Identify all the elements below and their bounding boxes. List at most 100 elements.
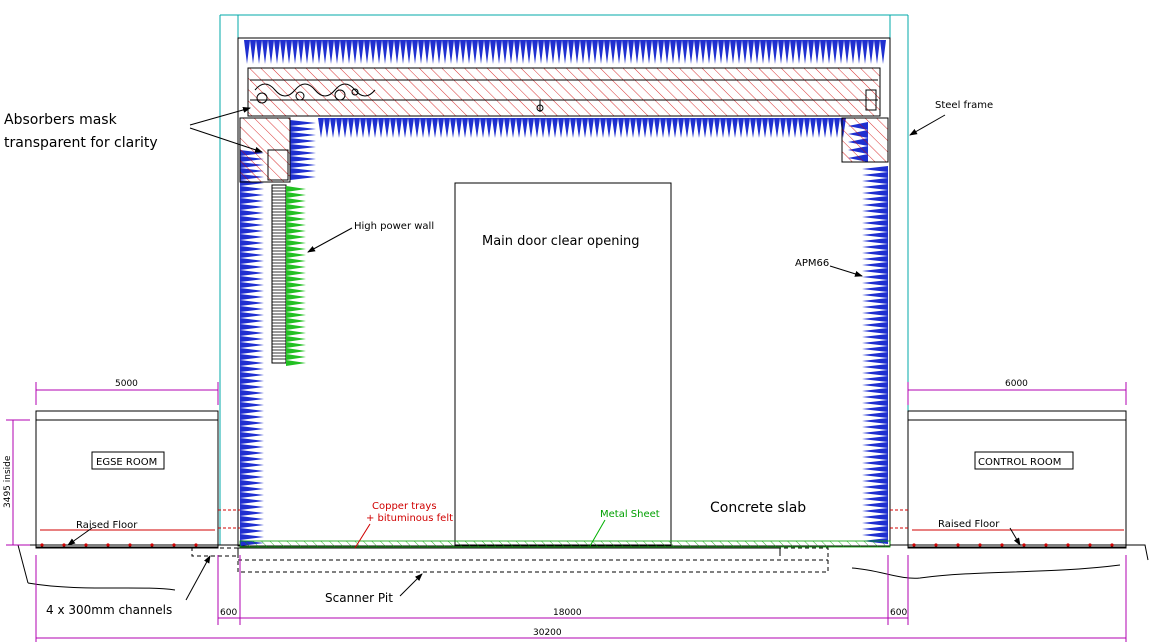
absorber-spike xyxy=(262,40,268,64)
absorber-spike xyxy=(862,292,888,298)
absorber-spike xyxy=(732,118,738,138)
absorber-spike xyxy=(240,534,264,540)
absorber-spike xyxy=(862,172,888,178)
absorber-spike xyxy=(240,444,264,450)
absorber-spike xyxy=(360,118,366,138)
absorber-spike xyxy=(690,118,696,138)
absorber-spike xyxy=(862,322,888,328)
absorber-spike xyxy=(844,40,850,64)
absorber-spike xyxy=(612,118,618,138)
green-absorber-spike xyxy=(286,312,306,318)
absorber-spike xyxy=(862,406,888,412)
absorber-spike xyxy=(240,396,264,402)
absorber-spike xyxy=(240,498,264,504)
absorber-spike xyxy=(582,118,588,138)
absorber-spike xyxy=(444,118,450,138)
absorber-spike xyxy=(396,118,402,138)
absorber-spike xyxy=(862,502,888,508)
absorber-spike xyxy=(850,40,856,64)
absorber-spike xyxy=(744,118,750,138)
absorber-spike xyxy=(526,40,532,64)
absorber-spike xyxy=(666,118,672,138)
absorber-spike xyxy=(862,286,888,292)
absorber-spike xyxy=(240,240,264,246)
absorber-spike xyxy=(862,514,888,520)
absorber-spike xyxy=(862,478,888,484)
absorber-spike xyxy=(424,40,430,64)
raised-floor-right-label: Raised Floor xyxy=(938,519,1000,530)
absorber-spike xyxy=(568,40,574,64)
absorber-spike xyxy=(646,40,652,64)
absorber-spike xyxy=(736,40,742,64)
absorber-spike xyxy=(436,40,442,64)
absorber-spike xyxy=(862,430,888,436)
absorber-spike xyxy=(240,252,264,258)
absorber-spike xyxy=(240,408,264,414)
absorber-spike xyxy=(240,288,264,294)
leader-lines xyxy=(67,107,1021,601)
absorber-spike xyxy=(508,40,514,64)
absorber-spike xyxy=(838,40,844,64)
absorber-spike xyxy=(562,40,568,64)
absorber-spike xyxy=(532,40,538,64)
absorber-spike xyxy=(862,250,888,256)
absorber-spike xyxy=(364,40,370,64)
absorber-spike xyxy=(274,40,280,64)
egse-room-label: EGSE ROOM xyxy=(96,457,157,468)
absorber-spike xyxy=(240,378,264,384)
absorber-spike xyxy=(868,40,874,64)
wall-guides xyxy=(218,509,908,529)
green-absorber-spike xyxy=(286,288,306,294)
absorber-spike xyxy=(240,360,264,366)
absorber-spike xyxy=(484,40,490,64)
absorber-spike xyxy=(240,276,264,282)
absorber-spike xyxy=(834,118,840,138)
absorber-spike xyxy=(328,40,334,64)
absorber-spike xyxy=(290,156,316,162)
absorber-spike xyxy=(708,118,714,138)
absorber-spike xyxy=(406,40,412,64)
absorber-spike xyxy=(256,40,262,64)
absorber-spike xyxy=(720,118,726,138)
raised-floor-support xyxy=(956,543,960,547)
raised-floor-support xyxy=(1022,543,1026,547)
absorber-spike xyxy=(874,40,880,64)
absorber-spike xyxy=(496,40,502,64)
absorber-spike xyxy=(366,118,372,138)
absorber-spike xyxy=(580,40,586,64)
absorber-spike xyxy=(240,282,264,288)
absorber-spike xyxy=(604,40,610,64)
absorber-spike xyxy=(652,40,658,64)
absorber-spike xyxy=(820,40,826,64)
dim-chamber-width: 18000 xyxy=(553,608,582,618)
absorber-spike xyxy=(610,40,616,64)
absorber-spike xyxy=(786,118,792,138)
absorber-spike xyxy=(372,118,378,138)
absorber-spike xyxy=(240,306,264,312)
absorber-spike xyxy=(594,118,600,138)
absorber-spike xyxy=(290,162,316,168)
absorber-spike xyxy=(438,118,444,138)
absorber-spike xyxy=(616,40,622,64)
absorber-spike xyxy=(862,214,888,220)
absorber-spike xyxy=(748,40,754,64)
absorber-spike xyxy=(240,426,264,432)
absorber-spike xyxy=(426,118,432,138)
absorber-spike xyxy=(552,118,558,138)
absorber-spike xyxy=(618,118,624,138)
absorber-spike xyxy=(240,192,264,198)
absorber-spike xyxy=(862,184,888,190)
absorber-spike xyxy=(862,436,888,442)
copper-trays-label-line1: Copper trays xyxy=(372,501,437,512)
absorber-spike xyxy=(862,382,888,388)
absorber-spike xyxy=(862,304,888,310)
absorber-spike xyxy=(814,40,820,64)
dim-right-wall: 600 xyxy=(890,608,907,618)
absorber-spike xyxy=(358,40,364,64)
absorber-spike xyxy=(240,510,264,516)
absorber-spike xyxy=(862,262,888,268)
absorber-spike xyxy=(432,118,438,138)
absorber-spike xyxy=(466,40,472,64)
green-absorber-spike xyxy=(286,300,306,306)
absorber-spike xyxy=(862,448,888,454)
